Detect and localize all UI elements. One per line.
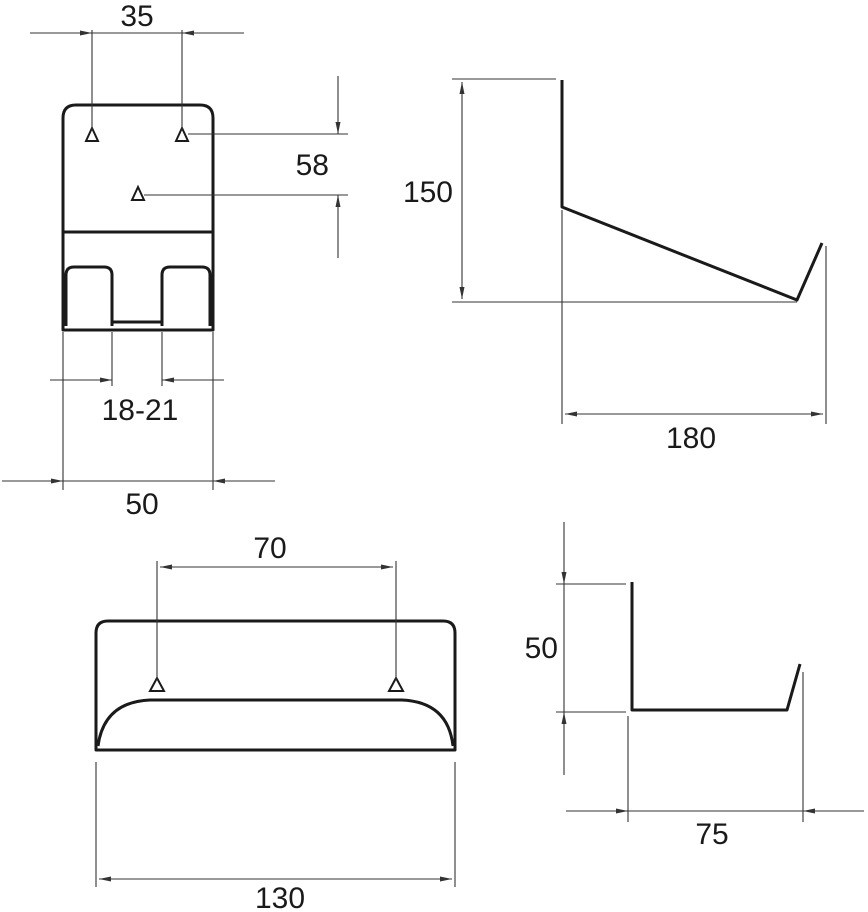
mounting-hole-icon [174, 125, 190, 142]
dimension-side-depth: 180 [561, 210, 827, 455]
dimension-label-58: 58 [296, 149, 329, 182]
dimension-bottom-width: 130 [95, 762, 456, 912]
bottom-view: 70 130 [94, 532, 457, 912]
dimension-label-150: 150 [403, 176, 453, 209]
dimension-end-depth: 75 [566, 672, 864, 851]
front-view-outline [61, 103, 215, 332]
end-view: 50 75 [525, 522, 864, 851]
bottom-view-lip [96, 698, 455, 747]
dimension-label-35: 35 [120, 0, 153, 33]
dimension-label-180: 180 [666, 422, 716, 455]
mounting-hole-icon [148, 675, 166, 692]
dimension-bottom-hole-spacing: 70 [156, 532, 397, 680]
dimension-label-75: 75 [695, 818, 728, 851]
mounting-hole-icon [84, 125, 100, 142]
bottom-view-outline [94, 619, 457, 752]
mounting-hole-icon [387, 675, 405, 692]
dimension-end-height: 50 [525, 522, 626, 775]
side-view: 150 180 [403, 78, 827, 455]
dimension-side-height: 150 [403, 78, 797, 303]
dimension-hole-spacing: 35 [30, 0, 244, 130]
side-view-profile [560, 80, 824, 302]
dimension-label-18-21: 18-21 [102, 394, 179, 427]
mounting-hole-icon [130, 184, 146, 201]
dimension-label-130: 130 [255, 882, 305, 912]
dimension-label-70: 70 [253, 532, 286, 565]
front-view-left-hook [64, 265, 114, 326]
end-view-profile [630, 582, 802, 712]
front-view: 35 58 18-21 50 [2, 0, 348, 521]
dimension-label-50-width: 50 [125, 488, 158, 521]
dimension-front-width: 50 [2, 332, 275, 521]
dimension-slot-width: 18-21 [50, 332, 224, 427]
front-view-right-hook [160, 265, 212, 326]
dimension-hole-drop: 58 [144, 76, 348, 258]
dimension-label-50-height: 50 [525, 632, 558, 665]
